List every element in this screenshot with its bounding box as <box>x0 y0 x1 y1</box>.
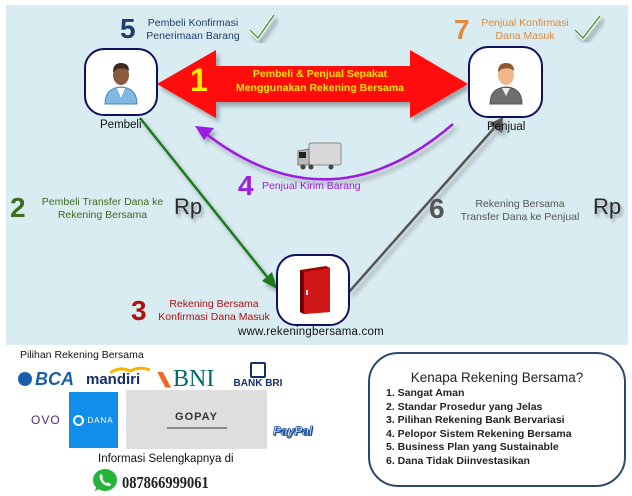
step-2-line-2: Rekening Bersama <box>57 209 148 221</box>
seller-node <box>468 46 543 118</box>
step-6-number: 6 <box>429 193 445 224</box>
gopay-logo: GOPAY <box>126 390 267 449</box>
buyer-node <box>84 48 158 116</box>
bni-text: BNI <box>173 366 215 392</box>
safe-icon <box>300 266 330 314</box>
paypal-logo: PayPal <box>273 424 313 439</box>
dana-emblem-icon <box>73 414 85 426</box>
gopay-tagline <box>166 426 227 429</box>
seller-label: Penjual <box>487 121 526 133</box>
why-list-item: 4. Pelopor Sistem Rekening Bersama <box>386 427 572 440</box>
step-4-line-1: Penjual Kirim Barang <box>262 180 361 192</box>
step-1-number: 1 <box>190 62 208 98</box>
step-7-line-2: Dana Masuk <box>495 30 555 42</box>
shipping-arrow-seller-to-buyer <box>195 123 454 181</box>
bri-emblem-icon <box>250 362 266 378</box>
currency-rp-icon: Rp <box>174 194 203 219</box>
contact-phone[interactable]: 087866999061 <box>122 473 209 492</box>
contact-info-text: Informasi Selengkapnya di <box>98 453 234 465</box>
step-6-line-1: Rekening Bersama <box>475 198 565 210</box>
why-list-item: 1. Sangat Aman <box>386 387 465 399</box>
step-3-number: 3 <box>131 295 147 326</box>
step-7-number: 7 <box>454 14 470 45</box>
step-6-line-2: Transfer Dana ke Penjual <box>460 211 580 223</box>
agreement-double-arrow <box>157 50 468 118</box>
step-4-text: Penjual Kirim Barang <box>262 180 361 193</box>
checkmark-icon <box>248 13 276 42</box>
step-3-text: Rekening Bersama Konfirmasi Dana Masuk <box>148 298 280 324</box>
payout-arrow-escrow-to-seller <box>348 117 503 293</box>
bri-text: BANK BRI <box>233 378 283 389</box>
step-1-line-2: Menggunakan Rekening Bersama <box>235 82 405 94</box>
step-5-number: 5 <box>120 13 136 44</box>
step-2-line-1: Pembeli Transfer Dana ke <box>41 196 164 208</box>
step-1-text: Pembeli & Penjual Sepakat Menggunakan Re… <box>232 67 408 95</box>
step-2-text: Pembeli Transfer Dana ke Rekening Bersam… <box>30 196 175 222</box>
bca-logo: BCA <box>18 368 74 390</box>
why-list: 1. Sangat Aman 2. Standar Prosedur yang … <box>386 387 572 468</box>
step-3-line-1: Rekening Bersama <box>169 298 259 310</box>
why-list-item: 5. Business Plan yang Sustainable <box>386 441 559 453</box>
gopay-text: GOPAY <box>175 410 218 423</box>
step-3-line-2: Konfirmasi Dana Masuk <box>158 311 270 323</box>
bni-emblem-icon <box>157 371 171 388</box>
bca-text: BCA <box>35 368 74 389</box>
why-list-item: 3. Pilihan Rekening Bank Bervariasi <box>386 414 565 426</box>
escrow-website: www.rekeningbersama.com <box>238 326 384 338</box>
mandiri-wave-icon <box>110 366 150 374</box>
step-5-text: Pembeli Konfirmasi Penerimaan Barang <box>136 17 250 43</box>
escrow-node <box>276 254 350 326</box>
whatsapp-icon <box>93 469 117 491</box>
step-5-line-1: Pembeli Konfirmasi <box>147 17 239 29</box>
why-list-item: 6. Dana Tidak Diinvestasikan <box>386 454 530 467</box>
step-6-text: Rekening Bersama Transfer Dana ke Penjua… <box>450 198 590 224</box>
buyer-label: Pembeli <box>100 119 142 131</box>
ovo-logo: OVO <box>31 413 61 427</box>
step-7-text: Penjual Konfirmasi Dana Masuk <box>470 17 580 43</box>
why-rekening-bersama-box: Kenapa Rekening Bersama? 1. Sangat Aman … <box>368 352 626 487</box>
checkmark-icon <box>573 14 602 42</box>
step-4-number: 4 <box>238 170 254 201</box>
bri-logo: BANK BRI <box>228 362 288 389</box>
why-title: Kenapa Rekening Bersama? <box>410 370 584 385</box>
step-7-line-1: Penjual Konfirmasi <box>481 17 569 29</box>
step-2-number: 2 <box>10 192 26 223</box>
bni-logo: BNI <box>157 366 214 393</box>
person-buyer-icon <box>104 63 138 105</box>
why-list-item: 2. Standar Prosedur yang Jelas <box>386 400 543 413</box>
step-1-line-1: Pembeli & Penjual Sepakat <box>252 68 388 80</box>
mandiri-text: mandiri <box>86 371 141 388</box>
bank-options-title: Pilihan Rekening Bersama <box>20 349 144 361</box>
transfer-arrow-buyer-to-escrow <box>139 117 277 289</box>
truck-icon <box>297 142 342 170</box>
currency-rp-icon: Rp <box>593 194 622 219</box>
dana-logo: DANA <box>69 392 118 448</box>
person-seller-icon <box>489 63 523 105</box>
dana-text: DANA <box>87 415 114 425</box>
step-5-line-2: Penerimaan Barang <box>146 30 240 42</box>
bca-emblem-icon <box>18 372 32 386</box>
